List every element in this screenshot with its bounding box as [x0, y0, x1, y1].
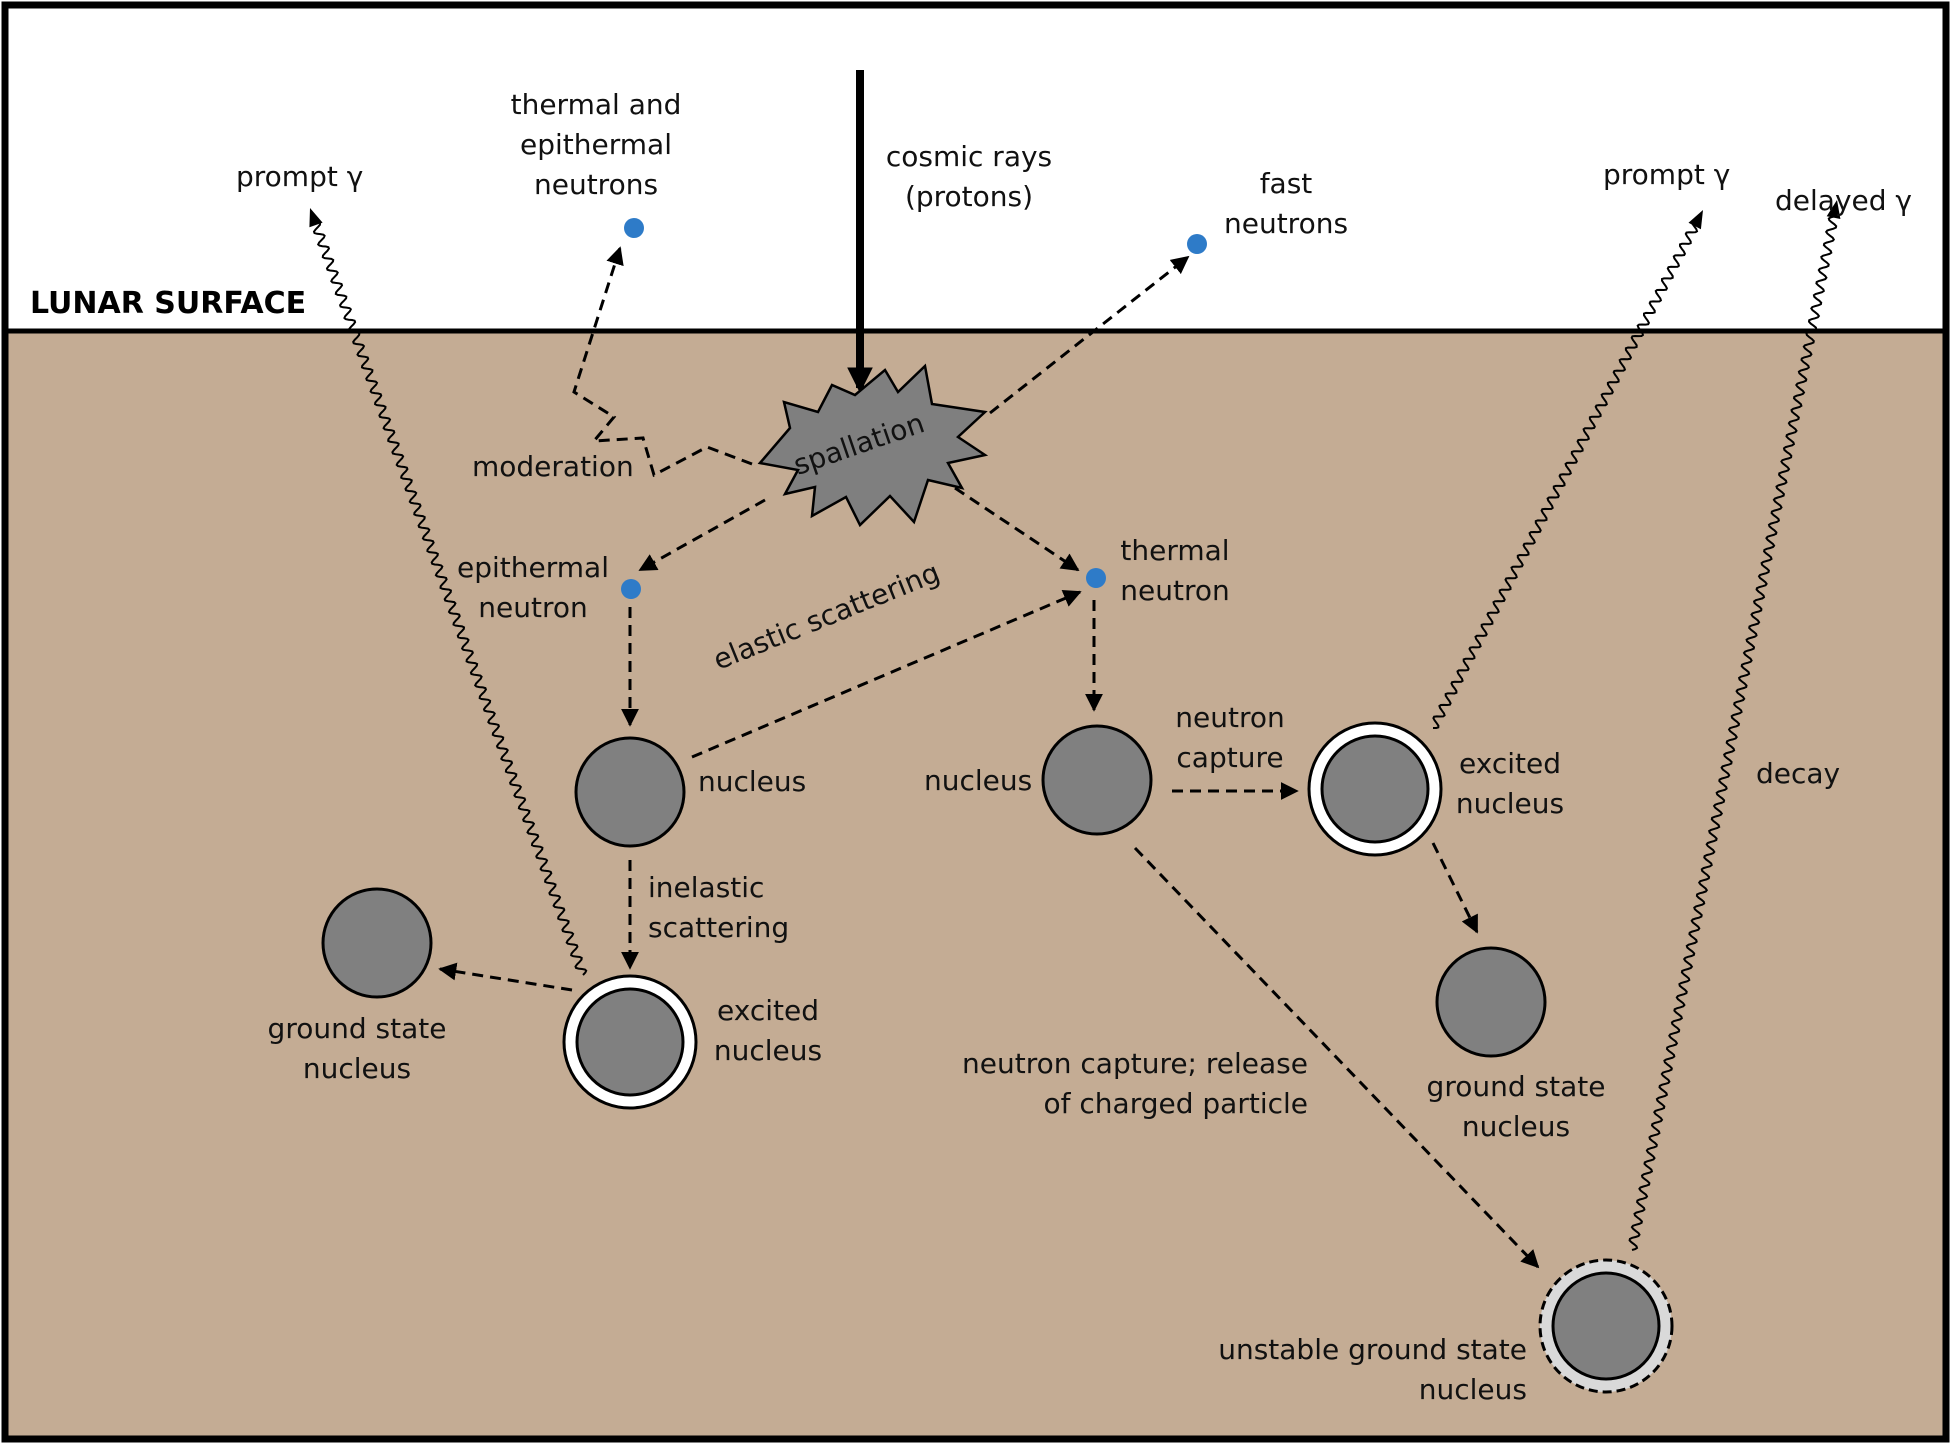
prompt-gamma-left-ray	[312, 220, 588, 976]
cosmic-rays-label: cosmic rays(protons)	[886, 140, 1052, 213]
to-ground-state-left-arrow	[438, 962, 573, 992]
delayed-gamma-ray	[1628, 214, 1838, 1251]
nucleus-left-label: nucleus	[698, 765, 806, 798]
prompt-gamma-right-label: prompt γ	[1603, 158, 1730, 191]
thermal-epithermal-neutron-dot	[624, 218, 644, 238]
decay-label: decay	[1756, 757, 1840, 790]
prompt-gamma-left-ray-arrowhead	[309, 208, 323, 228]
to-thermal-arrow	[954, 486, 1080, 572]
nucleus-left	[574, 736, 686, 848]
delayed-gamma-ray-arrowhead	[1826, 200, 1841, 219]
prompt-gamma-right-ray-arrowhead	[1688, 210, 1703, 230]
fast-neutron-dot	[1187, 234, 1207, 254]
fast-neutron-arrow	[989, 255, 1190, 415]
sky-region	[7, 7, 1944, 331]
ground-state-nucleus-left	[321, 887, 433, 999]
spallation-burst	[757, 363, 989, 528]
gamma-ray-group	[309, 200, 1841, 1251]
epithermal-neutron-dot	[621, 579, 641, 599]
ground-state-nucleus-right	[1435, 946, 1547, 1058]
to-epithermal-arrow	[638, 498, 766, 572]
lunar-soil-region	[7, 331, 1944, 1437]
lunar-surface-label: LUNAR SURFACE	[30, 286, 306, 321]
moderation-path	[572, 246, 753, 478]
nucleus-right-label: nucleus	[924, 764, 1032, 797]
unstable-ground-state-nucleus	[1538, 1258, 1674, 1394]
to-ground-state-right-arrow	[1431, 842, 1479, 934]
prompt-gamma-left-label: prompt γ	[236, 160, 363, 193]
delayed-gamma-label: delayed γ	[1775, 184, 1912, 217]
elastic-scattering-arrow	[691, 590, 1082, 759]
capture-release-arrow	[1133, 846, 1540, 1269]
moderation-label: moderation	[472, 450, 634, 483]
nucleus-right	[1041, 724, 1153, 836]
excited-nucleus-left	[562, 974, 698, 1110]
excited-nucleus-right	[1307, 721, 1443, 857]
prompt-gamma-right-ray	[1432, 219, 1699, 729]
thermal-neutron-dot	[1086, 568, 1106, 588]
